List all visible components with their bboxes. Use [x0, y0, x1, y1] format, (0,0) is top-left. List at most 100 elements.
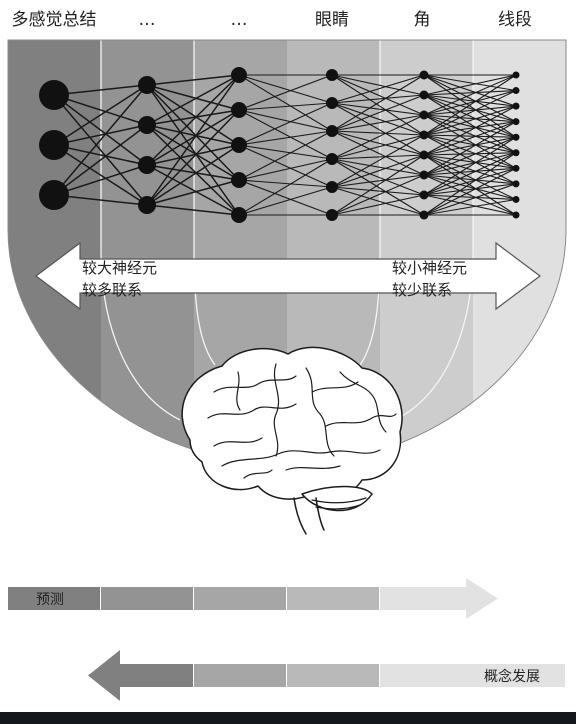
network-node	[138, 156, 156, 174]
network-edge	[331, 154, 425, 188]
network-node	[326, 181, 338, 193]
network-node	[512, 164, 520, 172]
network-edge	[423, 194, 517, 200]
network-node	[231, 172, 247, 188]
concept-arrowhead	[88, 650, 120, 701]
network-edge	[146, 179, 240, 206]
network-edge	[331, 102, 425, 136]
bottom-edge-strip	[0, 712, 576, 724]
network-edge	[238, 74, 333, 104]
network-edge	[423, 154, 517, 185]
network-edge	[423, 154, 517, 200]
network-nodes	[39, 67, 520, 223]
network-node	[326, 209, 338, 221]
network-node	[512, 133, 520, 141]
brain-folds	[207, 363, 397, 510]
network-node	[512, 211, 520, 219]
network-edge	[423, 136, 517, 156]
network-edge	[331, 158, 425, 196]
network-edges	[53, 74, 517, 216]
network-node	[326, 153, 338, 165]
network-edge	[423, 90, 517, 136]
network-edge	[53, 124, 148, 196]
network-edge	[331, 174, 425, 216]
network-edge	[423, 74, 517, 92]
network-node	[419, 130, 429, 140]
column-label-multisensory: 多感觉总结	[12, 10, 97, 30]
network-edge	[331, 194, 425, 216]
network-edge	[423, 94, 517, 123]
network-edge	[423, 174, 517, 200]
network-edge	[331, 154, 425, 216]
network-node	[512, 149, 520, 157]
network-edge	[53, 94, 148, 206]
network-node	[39, 130, 69, 160]
network-edge	[331, 74, 425, 96]
network-edge	[238, 74, 333, 111]
network-edge	[238, 130, 333, 181]
network-edge	[238, 179, 333, 216]
cerebellum	[301, 485, 373, 512]
network-node	[419, 170, 429, 180]
prediction-arrowhead	[466, 578, 498, 619]
network-edge	[146, 144, 240, 166]
concept-bar-segment-4	[380, 664, 565, 687]
network-edge	[423, 121, 517, 156]
network-edge	[331, 94, 425, 132]
network-edge	[423, 194, 517, 216]
network-node	[231, 207, 247, 223]
network-node	[39, 80, 69, 110]
network-edge	[423, 136, 517, 176]
network-edge	[238, 144, 333, 160]
network-edge	[423, 114, 517, 138]
column-label-angle: 角	[414, 10, 431, 30]
network-edge	[238, 158, 333, 181]
network-edge	[423, 121, 517, 176]
network-edge	[331, 74, 425, 104]
arrow-right-line2: 较少联系	[392, 281, 452, 299]
network-edge	[331, 94, 425, 104]
network-node	[138, 196, 156, 214]
network-edge	[331, 102, 425, 156]
network-edge	[423, 134, 517, 154]
network-edge	[146, 124, 240, 181]
column-label-ellipsis-1: …	[139, 10, 156, 30]
network-edge	[146, 164, 240, 216]
network-node	[512, 195, 520, 203]
network-edge	[331, 174, 425, 188]
network-edge	[146, 164, 240, 181]
network-edge	[146, 109, 240, 206]
network-node	[419, 90, 429, 100]
network-edge	[423, 136, 517, 196]
network-node	[512, 180, 520, 188]
concept-bar: 概念发展	[88, 650, 565, 701]
network-edge	[423, 114, 517, 123]
network-node	[419, 70, 429, 80]
network-edge	[423, 74, 517, 136]
network-node	[231, 102, 247, 118]
prediction-bar-segment-4	[287, 587, 379, 610]
network-edge	[331, 158, 425, 216]
network-edge	[238, 158, 333, 216]
prediction-bar-segment-2	[101, 587, 193, 610]
column-labels: 多感觉总结 … … 眼睛 角 线段	[12, 10, 533, 30]
network-edge	[331, 130, 425, 176]
network-edge	[423, 174, 517, 216]
network-node	[419, 210, 429, 220]
network-edge	[331, 102, 425, 116]
network-edge	[423, 154, 517, 216]
network-edge	[238, 186, 333, 216]
network-edge	[423, 152, 517, 176]
network-edge	[238, 179, 333, 188]
network-edge	[53, 194, 148, 206]
network-edge	[423, 167, 517, 196]
network-node	[138, 116, 156, 134]
network-edge	[423, 74, 517, 116]
network-edge	[53, 94, 148, 126]
network-edge	[423, 105, 517, 136]
network-edge	[146, 84, 240, 216]
network-node	[512, 71, 520, 79]
network-edge	[423, 167, 517, 176]
column-label-line-segment: 线段	[498, 10, 532, 30]
network-edge	[53, 144, 148, 206]
